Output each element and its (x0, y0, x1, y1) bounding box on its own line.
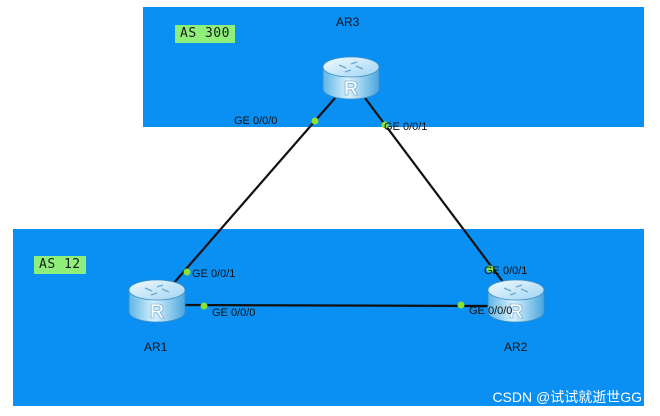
port-label-ar1-ge1: GE 0/0/1 (192, 268, 236, 280)
as12-label: AS 12 (34, 256, 86, 274)
port-label-ar3-ge1: GE 0/0/1 (384, 121, 428, 133)
router-ar2-label: AR2 (504, 340, 528, 354)
port-dot-ar3-ge1[interactable] (381, 121, 389, 129)
port-dot-ar3-ge0[interactable] (311, 117, 319, 125)
router-ar1-label: AR1 (144, 340, 168, 354)
port-dot-ar2-ge0[interactable] (457, 301, 465, 309)
router-ar1-glyph: R (150, 301, 165, 323)
port-label-ar1-ge0: GE 0/0/0 (212, 307, 256, 319)
port-label-ar2-ge0: GE 0/0/0 (469, 305, 513, 317)
router-ar1-icon[interactable]: R (128, 279, 186, 323)
link-ar3-ar2[interactable] (364, 97, 504, 283)
router-ar3-label: AR3 (336, 15, 360, 29)
port-label-ar2-ge1: GE 0/0/1 (484, 265, 528, 277)
router-ar2-icon[interactable]: R (487, 279, 545, 323)
port-dot-ar1-ge0[interactable] (200, 302, 208, 310)
port-dot-ar1-ge1[interactable] (183, 268, 191, 276)
router-ar3-icon[interactable]: R (322, 56, 380, 100)
router-ar2-glyph: R (509, 301, 524, 323)
watermark: CSDN @试试就逝世GG (492, 389, 642, 405)
port-dot-ar2-ge1[interactable] (486, 265, 494, 273)
router-ar3-glyph: R (344, 78, 359, 100)
as300-label: AS 300 (175, 25, 235, 43)
port-label-ar3-ge0: GE 0/0/0 (234, 115, 278, 127)
link-ar1-ar2[interactable] (181, 303, 491, 308)
link-ar3-ar1[interactable] (165, 97, 336, 293)
